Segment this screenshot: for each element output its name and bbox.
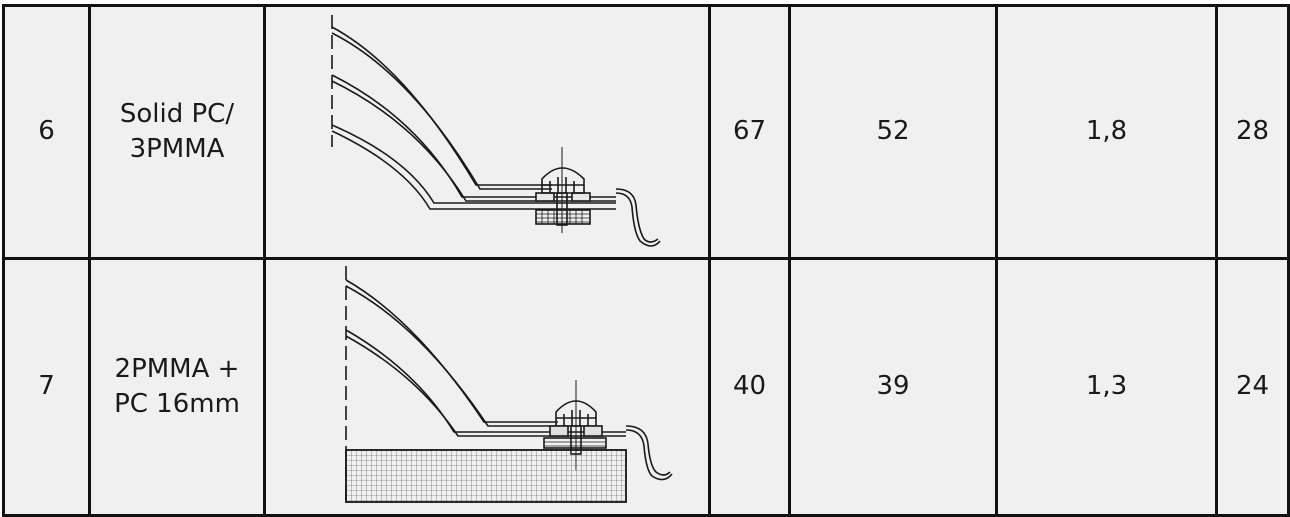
value-4-cell: 28 (1215, 4, 1290, 260)
table-row: 6 Solid PC/ 3PMMA (2, 4, 1290, 260)
value-2: 39 (876, 371, 910, 402)
value-2: 52 (876, 116, 910, 147)
value-3: 1,3 (1085, 371, 1128, 402)
value-2-cell: 52 (788, 4, 998, 260)
material-line-2: 3PMMA (129, 134, 225, 164)
material-cell: 2PMMA + PC 16mm (88, 257, 266, 517)
row-number-cell: 6 (2, 4, 91, 260)
value-3-cell: 1,3 (995, 257, 1218, 517)
material-line-1: 2PMMA + (114, 353, 240, 384)
table-row: 7 2PMMA + PC 16mm (2, 257, 1290, 517)
value-3-cell: 1,8 (995, 4, 1218, 260)
value-3: 1,8 (1085, 116, 1128, 147)
dome-edge-section-solid-icon (331, 15, 661, 247)
value-2-cell: 39 (788, 257, 998, 517)
row-number: 7 (38, 371, 55, 402)
spec-table: 6 Solid PC/ 3PMMA (2, 4, 1290, 517)
value-1: 67 (732, 116, 767, 147)
row-number-cell: 7 (2, 257, 91, 517)
material-line-2: PC 16mm (114, 389, 240, 419)
value-1-cell: 40 (708, 257, 791, 517)
value-4-cell: 24 (1215, 257, 1290, 517)
section-drawing-cell (263, 257, 711, 517)
row-number: 6 (38, 116, 55, 147)
value-4: 24 (1235, 371, 1270, 402)
value-1-cell: 67 (708, 4, 791, 260)
dome-edge-section-multiwall-icon (345, 266, 673, 503)
value-4: 28 (1235, 116, 1270, 147)
material-line-1: Solid PC/ (119, 98, 235, 129)
value-1: 40 (732, 371, 767, 402)
section-drawing-cell (263, 4, 711, 260)
material-cell: Solid PC/ 3PMMA (88, 4, 266, 260)
